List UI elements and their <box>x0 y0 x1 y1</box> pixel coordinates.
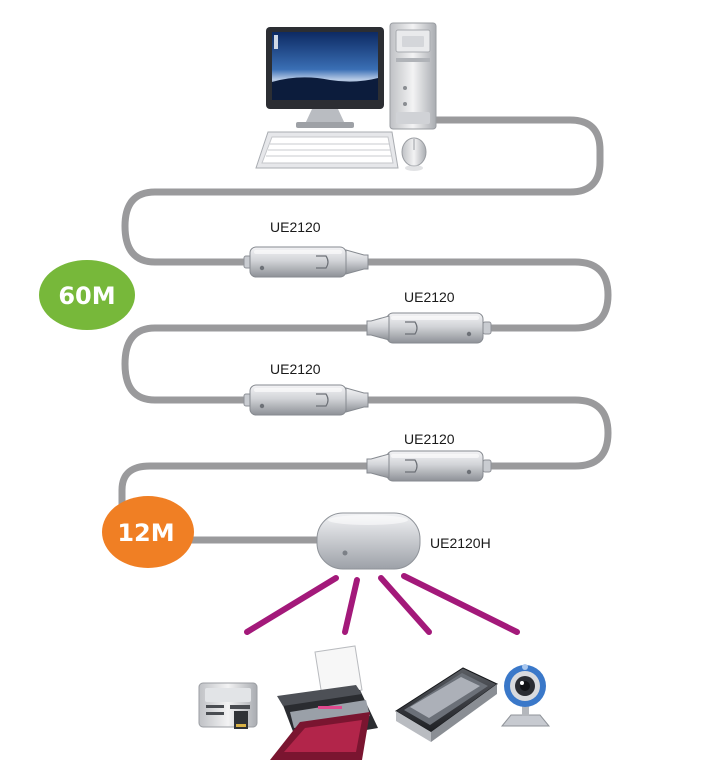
device-link <box>378 575 432 635</box>
card-reader-icon <box>198 682 258 729</box>
extender-label: UE2120 <box>404 431 455 447</box>
device-link <box>401 573 520 635</box>
device-link <box>342 577 360 635</box>
distance-badge-12m: 12M <box>102 496 194 568</box>
webcam-icon <box>500 664 551 727</box>
keyboard-icon <box>255 131 399 169</box>
printer-icon <box>270 645 378 760</box>
monitor-icon <box>266 27 384 128</box>
extender-label: UE2120 <box>270 361 321 377</box>
extender-label: UE2120 <box>404 289 455 305</box>
hub-label: UE2120H <box>430 535 491 551</box>
badge-text: 60M <box>58 282 115 310</box>
pc-tower-icon <box>389 22 437 130</box>
usb-cable <box>118 116 612 516</box>
badge-text: 12M <box>117 519 174 547</box>
device-links <box>244 573 520 635</box>
usb-hub <box>316 512 421 570</box>
computer <box>255 22 437 171</box>
ue2120-extender <box>366 312 492 344</box>
scanner-icon <box>395 667 498 742</box>
extender-label: UE2120 <box>270 219 321 235</box>
distance-badge-60m: 60M <box>39 260 135 330</box>
device-link <box>244 575 339 635</box>
mouse-icon <box>401 137 427 171</box>
ue2120-extender <box>243 384 369 416</box>
ue2120-extender <box>243 246 369 278</box>
ue2120-extender <box>366 450 492 482</box>
